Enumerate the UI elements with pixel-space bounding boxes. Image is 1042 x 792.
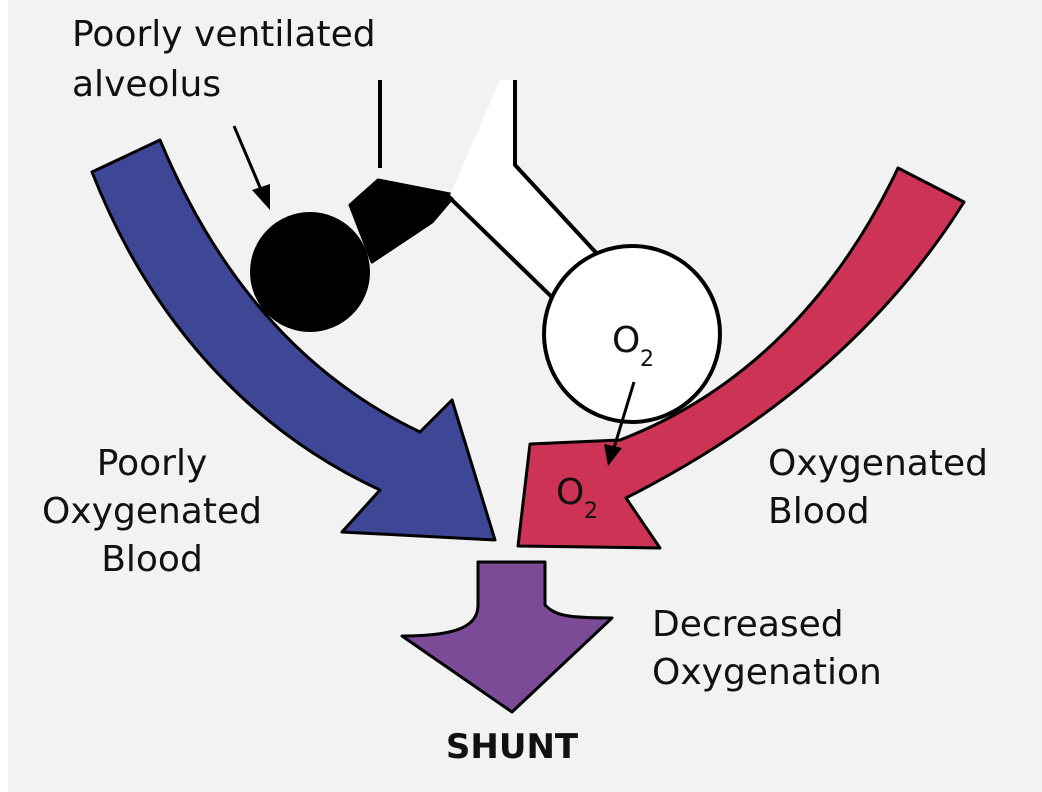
o2-blood-symbol: O — [556, 472, 584, 513]
oxygenated-blood-label-line1: Oxygenated — [768, 443, 988, 484]
oxygenated-blood-label-line2: Blood — [768, 491, 870, 532]
o2-blood-subscript: 2 — [584, 499, 598, 524]
poorly-oxygenated-label-line2: Oxygenated — [42, 491, 262, 532]
decreased-oxygenation-label-line1: Decreased — [652, 604, 844, 645]
o2-alveolus-symbol: O — [612, 320, 640, 361]
alveolus-label-line2: alveolus — [72, 64, 221, 105]
poor-alveolus — [250, 212, 370, 332]
o2-alveolus-subscript: 2 — [640, 347, 654, 372]
poorly-oxygenated-label-line3: Blood — [101, 539, 203, 580]
poorly-oxygenated-label-line1: Poorly — [97, 443, 208, 484]
shunt-label: SHUNT — [446, 727, 579, 767]
alveolus-label-line1: Poorly ventilated — [72, 14, 376, 55]
decreased-oxygenation-label-line2: Oxygenation — [652, 652, 882, 693]
